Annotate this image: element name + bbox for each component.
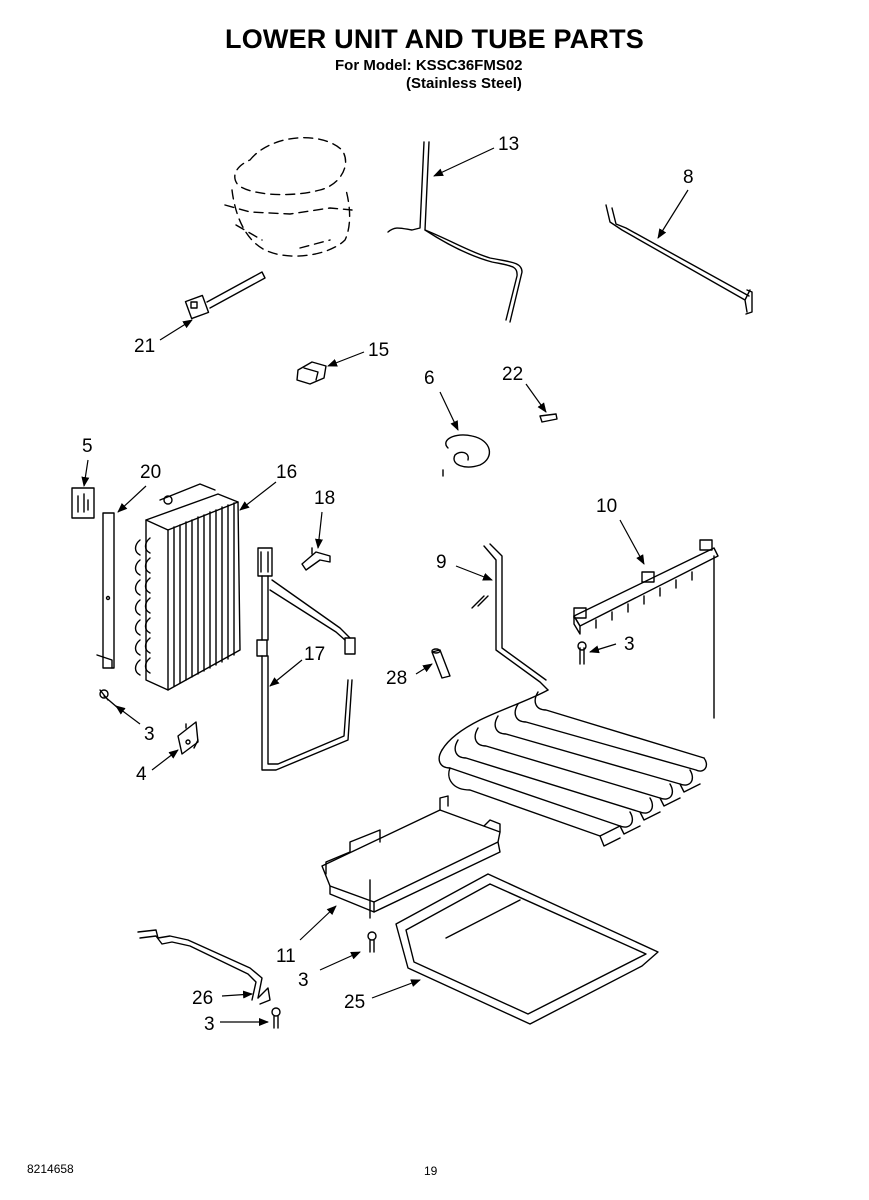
bracket-18 — [301, 547, 331, 571]
callout-10: 10 — [596, 496, 617, 517]
footer-page-number: 19 — [424, 1164, 438, 1178]
callout-5: 5 — [82, 436, 93, 457]
callout-3-bottom: 3 — [204, 1014, 215, 1035]
callout-26: 26 — [192, 988, 213, 1009]
callout-17: 17 — [304, 644, 325, 665]
tube-13 — [387, 141, 523, 323]
tube-8 — [605, 204, 753, 315]
rail-10 — [573, 539, 719, 719]
connector-15 — [296, 361, 327, 385]
footer-part-number: 8214658 — [27, 1162, 74, 1176]
callout-9: 9 — [436, 552, 447, 573]
callout-13: 13 — [498, 134, 519, 155]
compressor-outline — [224, 137, 353, 257]
callout-3-left: 3 — [144, 724, 155, 745]
condenser-coils — [134, 537, 151, 676]
screw-3-bottom — [271, 1007, 281, 1029]
callout-16: 16 — [276, 462, 297, 483]
callout-21: 21 — [134, 336, 155, 357]
heater-element-grid — [438, 691, 708, 847]
condenser-16 — [134, 483, 241, 691]
tube-26 — [137, 929, 271, 1005]
drain-tray-11 — [321, 795, 501, 919]
callout-15: 15 — [368, 340, 389, 361]
callout-8: 8 — [683, 167, 694, 188]
pan-25 — [395, 873, 659, 1025]
screw-3-left — [99, 689, 119, 709]
drain-heater-9 — [438, 543, 708, 847]
clip-21 — [184, 271, 266, 320]
callout-3-tray: 3 — [298, 970, 309, 991]
clip-22 — [539, 413, 558, 423]
screw-3-right — [577, 641, 587, 665]
callout-20: 20 — [140, 462, 161, 483]
callout-18: 18 — [314, 488, 335, 509]
callout-6: 6 — [424, 368, 435, 389]
model-subtitle: For Model: KSSC36FMS02 (Stainless Steel) — [335, 57, 523, 93]
tube-28 — [431, 648, 451, 679]
callout-22: 22 — [502, 364, 523, 385]
label-5 — [71, 487, 95, 519]
callout-labels: 13 8 21 15 6 22 5 20 16 18 10 9 17 3 28 … — [82, 134, 694, 1035]
callout-4: 4 — [136, 764, 147, 785]
callout-11: 11 — [276, 946, 296, 967]
callout-25: 25 — [344, 992, 365, 1013]
model-line: For Model: KSSC36FMS02 — [335, 57, 523, 74]
coil-wire-6 — [442, 434, 491, 477]
screw-3-tray — [367, 931, 377, 953]
heater-loop-17 — [256, 547, 356, 771]
page-title: LOWER UNIT AND TUBE PARTS — [225, 24, 644, 54]
bracket-4 — [177, 721, 199, 755]
callout-28: 28 — [386, 668, 407, 689]
finish-line: (Stainless Steel) — [406, 75, 522, 92]
condenser-fins — [173, 502, 235, 687]
callout-3-right: 3 — [624, 634, 635, 655]
strip-20 — [96, 512, 115, 669]
leader-lines — [81, 147, 689, 1026]
